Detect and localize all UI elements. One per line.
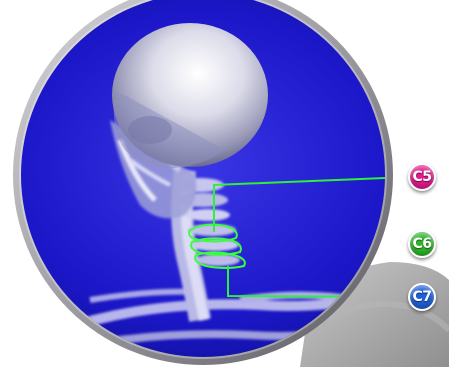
label-c6-text: C6 — [412, 236, 431, 252]
label-c7: C7 — [408, 283, 436, 311]
skull — [112, 23, 268, 168]
label-c5-text: C5 — [412, 169, 431, 185]
label-c7-text: C7 — [412, 289, 431, 305]
label-c6: C6 — [408, 230, 436, 258]
label-c5: C5 — [408, 163, 436, 191]
